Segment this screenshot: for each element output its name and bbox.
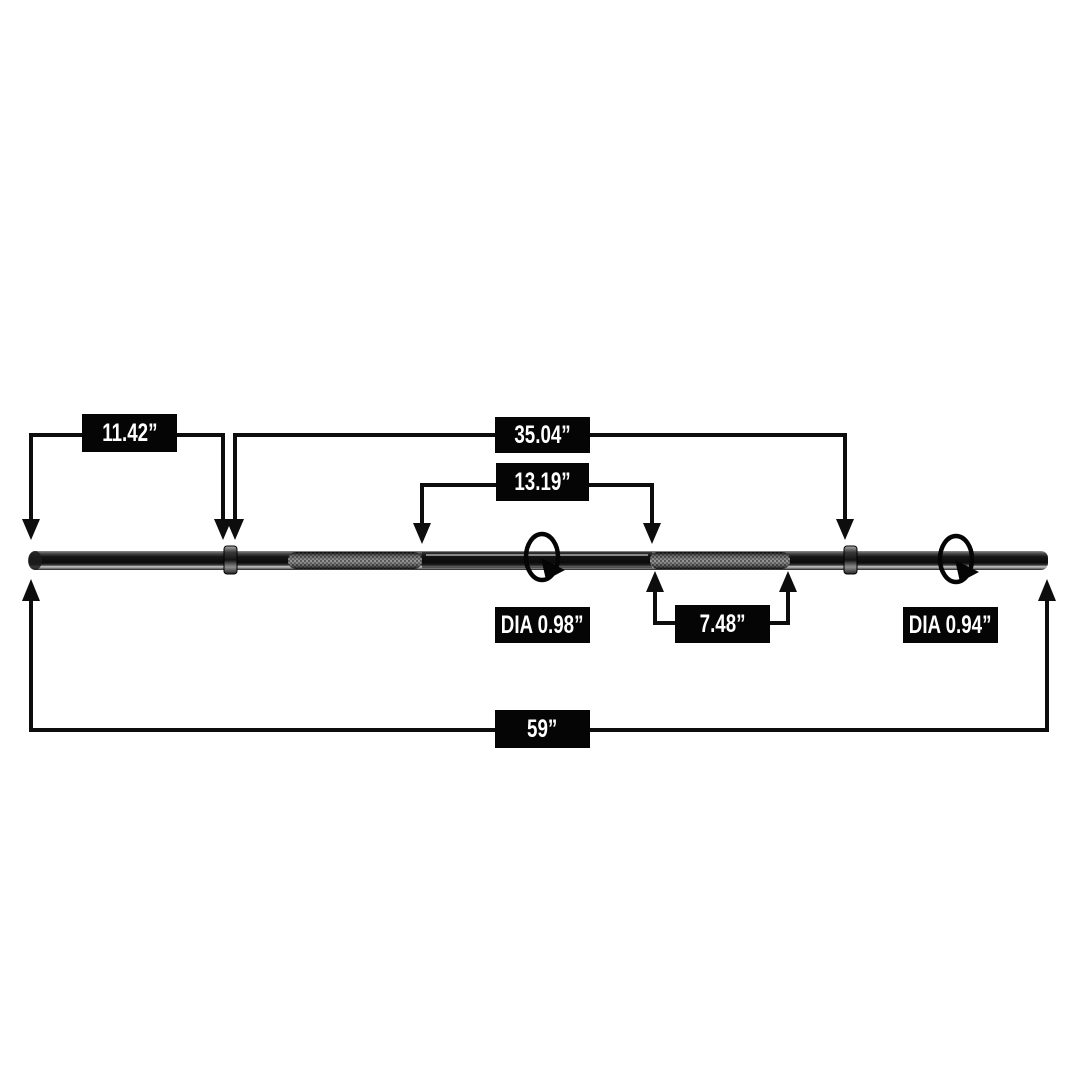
collar-right [843, 545, 858, 575]
label-sleeve-length-text: 11.42” [101, 418, 158, 447]
arrow-up-icon [646, 571, 664, 592]
collar-left [223, 545, 238, 575]
arrow-down-icon [22, 519, 40, 540]
dim-total-length-arrows [22, 579, 1056, 601]
label-center-knurl-length-text: 7.48” [699, 609, 746, 638]
arrow-down-icon [214, 519, 232, 540]
label-total-length: 59” [495, 710, 590, 748]
knurl-center [650, 552, 790, 569]
label-shaft-diameter-text: DIA 0.98” [501, 610, 584, 639]
label-total-length-text: 59” [527, 714, 558, 743]
barbell-bar [28, 545, 1048, 575]
label-shaft-diameter: DIA 0.98” [495, 607, 590, 643]
label-left-grip-length-text: 13.19” [514, 467, 571, 496]
label-left-grip-length: 13.19” [496, 463, 589, 501]
label-sleeve-length: 11.42” [82, 414, 177, 452]
knurl-left [288, 552, 422, 569]
bar-grip-highlight [426, 554, 648, 556]
dim-left-grip-arrows [413, 523, 661, 544]
label-sleeve-diameter-text: DIA 0.94” [909, 610, 992, 639]
bar-left-end-cap [28, 551, 42, 570]
rotation-arrow-icon [523, 531, 565, 583]
arrow-up-icon [1038, 579, 1056, 601]
dim-center-knurl-arrows [646, 571, 797, 592]
arrow-down-icon [836, 519, 854, 540]
label-inner-length: 35.04” [495, 417, 590, 453]
rotation-arrow-icon [937, 533, 979, 585]
arrow-down-icon [226, 519, 244, 540]
label-sleeve-diameter: DIA 0.94” [903, 607, 998, 643]
arrow-down-icon [413, 523, 431, 544]
arrow-up-icon [22, 579, 40, 601]
arrow-down-icon [643, 523, 661, 544]
dim-sleeve-length-arrows [22, 519, 232, 540]
arrow-up-icon [779, 571, 797, 592]
label-center-knurl-length: 7.48” [675, 605, 770, 643]
label-inner-length-text: 35.04” [514, 420, 571, 449]
dim-inner-length-arrows [226, 519, 854, 540]
